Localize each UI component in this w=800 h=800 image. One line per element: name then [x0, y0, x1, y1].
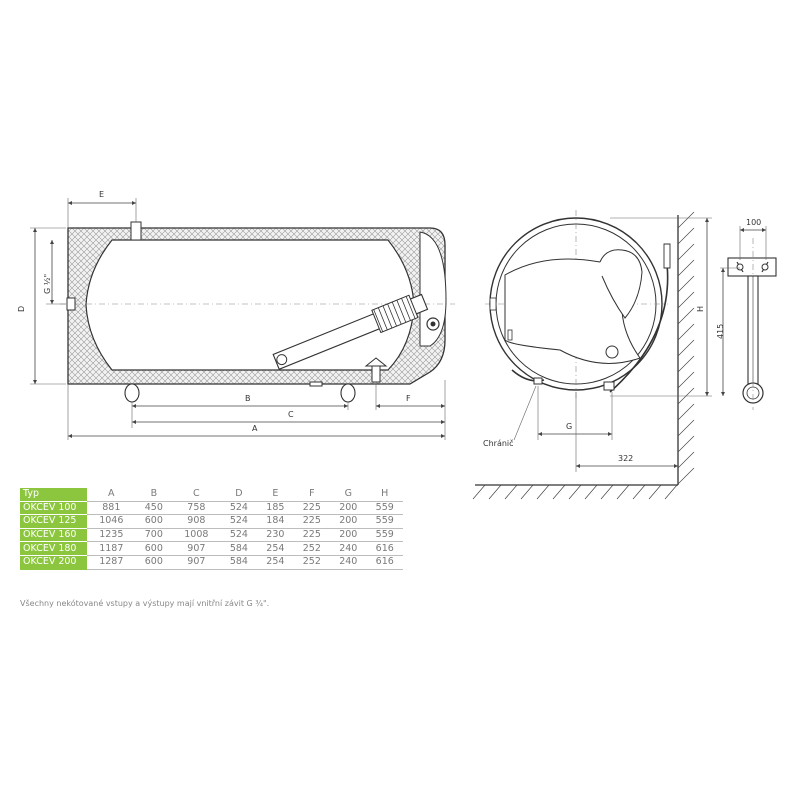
cell: 184 — [257, 514, 294, 529]
cell: 524 — [220, 528, 258, 543]
cell: 200 — [330, 528, 367, 543]
cell-typ: OKCEV 200 — [20, 555, 87, 570]
dim-label-c: C — [288, 410, 294, 419]
header-b: B — [135, 488, 173, 502]
cell-typ: OKCEV 100 — [20, 501, 87, 516]
table-row: OKCEV 200 1287 600 907 584 254 252 240 6… — [20, 555, 403, 570]
cell: 254 — [257, 555, 294, 570]
left-foot — [124, 383, 140, 403]
cell: 908 — [172, 514, 221, 529]
side-view: E D G ½" B C F A — [17, 190, 455, 440]
front-view: Chránič G 322 H 100 — [472, 210, 777, 500]
label-protector: Chránič — [483, 438, 514, 448]
dim-label-415: 415 — [716, 324, 725, 339]
cell: 225 — [293, 501, 331, 516]
header-typ: Typ — [20, 488, 87, 502]
cell: 254 — [257, 541, 294, 556]
heating-flange — [272, 293, 429, 370]
cell: 758 — [172, 501, 221, 516]
cell-typ: OKCEV 160 — [20, 528, 87, 543]
cell: 600 — [135, 514, 173, 529]
cell: 600 — [135, 541, 173, 556]
table-row: OKCEV 180 1187 600 907 584 254 252 240 6… — [20, 541, 403, 556]
cell: 600 — [135, 555, 173, 570]
dim-label-g: G — [566, 422, 572, 431]
table-row: OKCEV 125 1046 600 908 524 184 225 200 5… — [20, 514, 403, 529]
table-row: OKCEV 160 1235 700 1008 524 230 225 200 … — [20, 528, 403, 543]
table-header-row: Typ A B C D E F G H — [20, 488, 403, 502]
side-inlet — [66, 297, 76, 311]
cell: 240 — [330, 541, 367, 556]
cell: 559 — [366, 528, 403, 543]
header-e: E — [257, 488, 294, 502]
header-f: F — [293, 488, 331, 502]
cell: 584 — [220, 555, 258, 570]
cell: 559 — [366, 501, 403, 516]
cell: 450 — [135, 501, 173, 516]
cell: 907 — [172, 541, 221, 556]
cell: 185 — [257, 501, 294, 516]
cell: 524 — [220, 514, 258, 529]
cell-typ: OKCEV 125 — [20, 514, 87, 529]
cell: 252 — [293, 555, 331, 570]
cell: 1187 — [87, 541, 136, 556]
cell: 584 — [220, 541, 258, 556]
cell: 1046 — [87, 514, 136, 529]
cell: 616 — [366, 555, 403, 570]
cell: 524 — [220, 501, 258, 516]
header-g: G — [330, 488, 367, 502]
header-c: C — [172, 488, 221, 502]
cell: 907 — [172, 555, 221, 570]
dim-label-322: 322 — [618, 454, 633, 463]
bracket-detail: 100 415 — [716, 218, 777, 410]
cell: 200 — [330, 501, 367, 516]
cell: 1235 — [87, 528, 136, 543]
dim-label-d: D — [17, 306, 26, 312]
cell: 881 — [87, 501, 136, 516]
cell: 230 — [257, 528, 294, 543]
header-d: D — [220, 488, 258, 502]
cell: 240 — [330, 555, 367, 570]
cell: 1287 — [87, 555, 136, 570]
cell: 225 — [293, 514, 331, 529]
dim-label-e: E — [99, 190, 104, 199]
dim-label-h: H — [696, 306, 705, 312]
dim-label-b: B — [245, 394, 251, 403]
footnote: Všechny nekótované vstupy a výstupy mají… — [20, 599, 270, 608]
dimension-table: Typ A B C D E F G H OKCEV 100 881 450 75… — [20, 488, 403, 570]
cell: 225 — [293, 528, 331, 543]
table-row: OKCEV 100 881 450 758 524 185 225 200 55… — [20, 501, 403, 516]
inner-tank — [85, 239, 415, 371]
top-outlet — [130, 221, 142, 241]
header-h: H — [366, 488, 403, 502]
dim-label-f: F — [406, 394, 411, 403]
cell: 200 — [330, 514, 367, 529]
dim-label-100: 100 — [746, 218, 761, 227]
cell: 616 — [366, 541, 403, 556]
cell: 559 — [366, 514, 403, 529]
right-foot — [340, 383, 356, 403]
front-cover — [419, 231, 447, 347]
dim-label-a: A — [252, 424, 258, 433]
header-a: A — [87, 488, 136, 502]
dim-label-g-half: G ½" — [43, 274, 52, 294]
cell: 252 — [293, 541, 331, 556]
cell: 700 — [135, 528, 173, 543]
cell: 1008 — [172, 528, 221, 543]
cell-typ: OKCEV 180 — [20, 541, 87, 556]
